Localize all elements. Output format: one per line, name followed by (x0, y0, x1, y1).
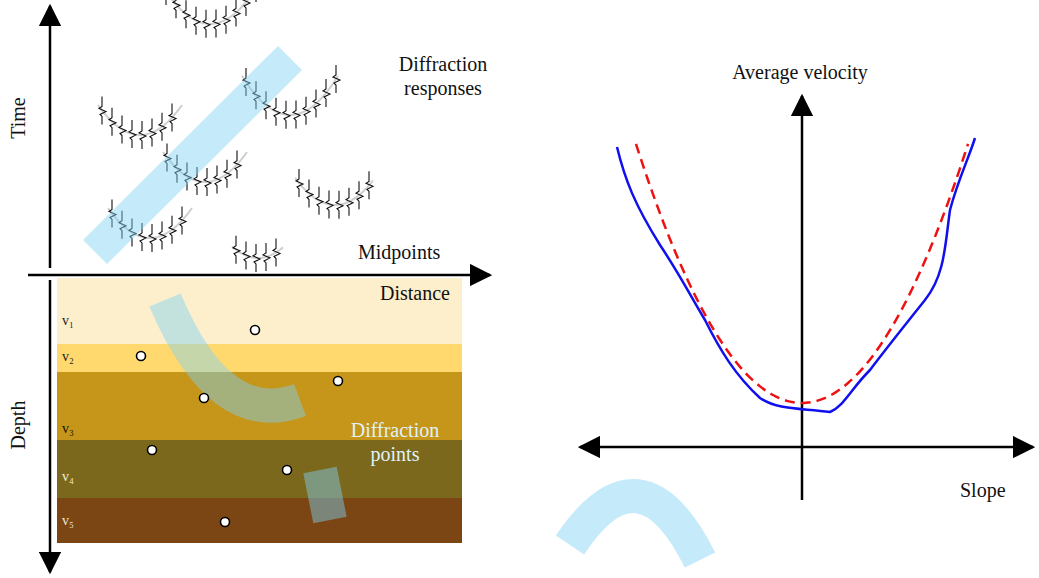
slope-axis (580, 446, 1033, 449)
velocity-label: v₃ (62, 422, 74, 436)
wiggle-trace (174, 155, 181, 183)
depth-axis (49, 280, 52, 572)
wiggle-trace (139, 223, 146, 251)
wiggle-trace (163, 0, 170, 5)
wiggle-trace (326, 190, 333, 218)
wiggle-trace (149, 224, 156, 252)
wiggle-trace (184, 162, 191, 190)
time-axis (49, 6, 52, 268)
wiggle-trace (263, 243, 270, 271)
wiggle-trace (233, 236, 240, 264)
velocity-layer: v₂ (57, 344, 462, 372)
axis-title: Depth (6, 401, 30, 450)
wiggle-trace (296, 169, 303, 197)
wiggle-trace (273, 98, 280, 126)
wiggle-trace (346, 188, 353, 216)
wiggle-trace (233, 0, 240, 27)
velocity-layer: v₅ (57, 498, 462, 543)
wiggle-trace (303, 97, 310, 125)
axis-title: Distance (380, 281, 450, 305)
wiggle-trace (173, 0, 180, 18)
wiggle-trace (194, 167, 201, 195)
wiggle-trace (336, 191, 343, 219)
wiggle-trace (333, 65, 340, 93)
wiggle-trace (293, 100, 300, 128)
wiggle-trace (129, 218, 136, 246)
velocity-label: v₄ (62, 470, 74, 484)
wiggle-trace (109, 108, 116, 136)
wiggle-trace (263, 91, 270, 119)
wiggle-trace (356, 181, 363, 209)
hyperbola (98, 105, 182, 135)
wiggle-trace (214, 166, 221, 194)
wiggle-trace (243, 0, 250, 16)
wiggle-trace (306, 180, 313, 208)
wiggle-trace (253, 0, 260, 2)
wiggle-trace (243, 68, 250, 96)
wiggle-trace (129, 120, 136, 148)
velocity-axis (801, 96, 804, 500)
watermark-stroke (95, 58, 290, 252)
wiggle-trace (204, 168, 211, 196)
hyperbola (108, 208, 192, 238)
axis-title: Average velocity (732, 60, 868, 84)
wiggle-trace (316, 187, 323, 215)
midpoint-axis (28, 274, 490, 277)
wiggle-trace (253, 81, 260, 109)
watermark-stroke (570, 496, 700, 560)
velocity-label: v₁ (62, 314, 74, 328)
wiggle-trace (283, 101, 290, 129)
diffraction-responses (98, 0, 373, 272)
annotation: Diffraction responses (398, 52, 488, 100)
fitted-curve (636, 144, 968, 403)
wiggle-trace (99, 96, 106, 124)
velocity-label: v₅ (62, 514, 74, 528)
wiggle-trace (119, 211, 126, 239)
hyperbola (242, 76, 338, 115)
wiggle-trace (183, 0, 190, 28)
axis-title: Slope (960, 478, 1006, 502)
wiggle-trace (159, 113, 166, 141)
wiggle-trace (179, 207, 186, 235)
wiggle-trace (169, 104, 176, 132)
wiggle-trace (224, 160, 231, 188)
wiggle-trace (213, 9, 220, 37)
wiggle-trace (273, 238, 280, 266)
wiggle-trace (164, 143, 171, 171)
axis-title: Time (6, 97, 30, 139)
wiggle-trace (169, 216, 176, 244)
measured-curve (617, 138, 975, 412)
wiggle-trace (223, 6, 230, 34)
wiggle-trace (253, 244, 260, 272)
wiggle-trace (139, 121, 146, 149)
wiggle-trace (243, 242, 250, 270)
hyperbola (163, 152, 247, 182)
hyperbola (162, 0, 258, 24)
wiggle-trace (323, 79, 330, 107)
axis-title: Midpoints (358, 240, 440, 264)
wiggle-trace (234, 151, 241, 179)
wiggle-trace (109, 199, 116, 227)
wiggle-trace (193, 7, 200, 35)
wiggle-trace (203, 10, 210, 38)
annotation: Diffraction points (340, 418, 450, 466)
wiggle-trace (159, 222, 166, 250)
wiggle-trace (119, 115, 126, 143)
wiggle-trace (313, 90, 320, 118)
wiggle-trace (366, 171, 373, 199)
wiggle-trace (149, 119, 156, 147)
velocity-label: v₂ (62, 350, 74, 364)
